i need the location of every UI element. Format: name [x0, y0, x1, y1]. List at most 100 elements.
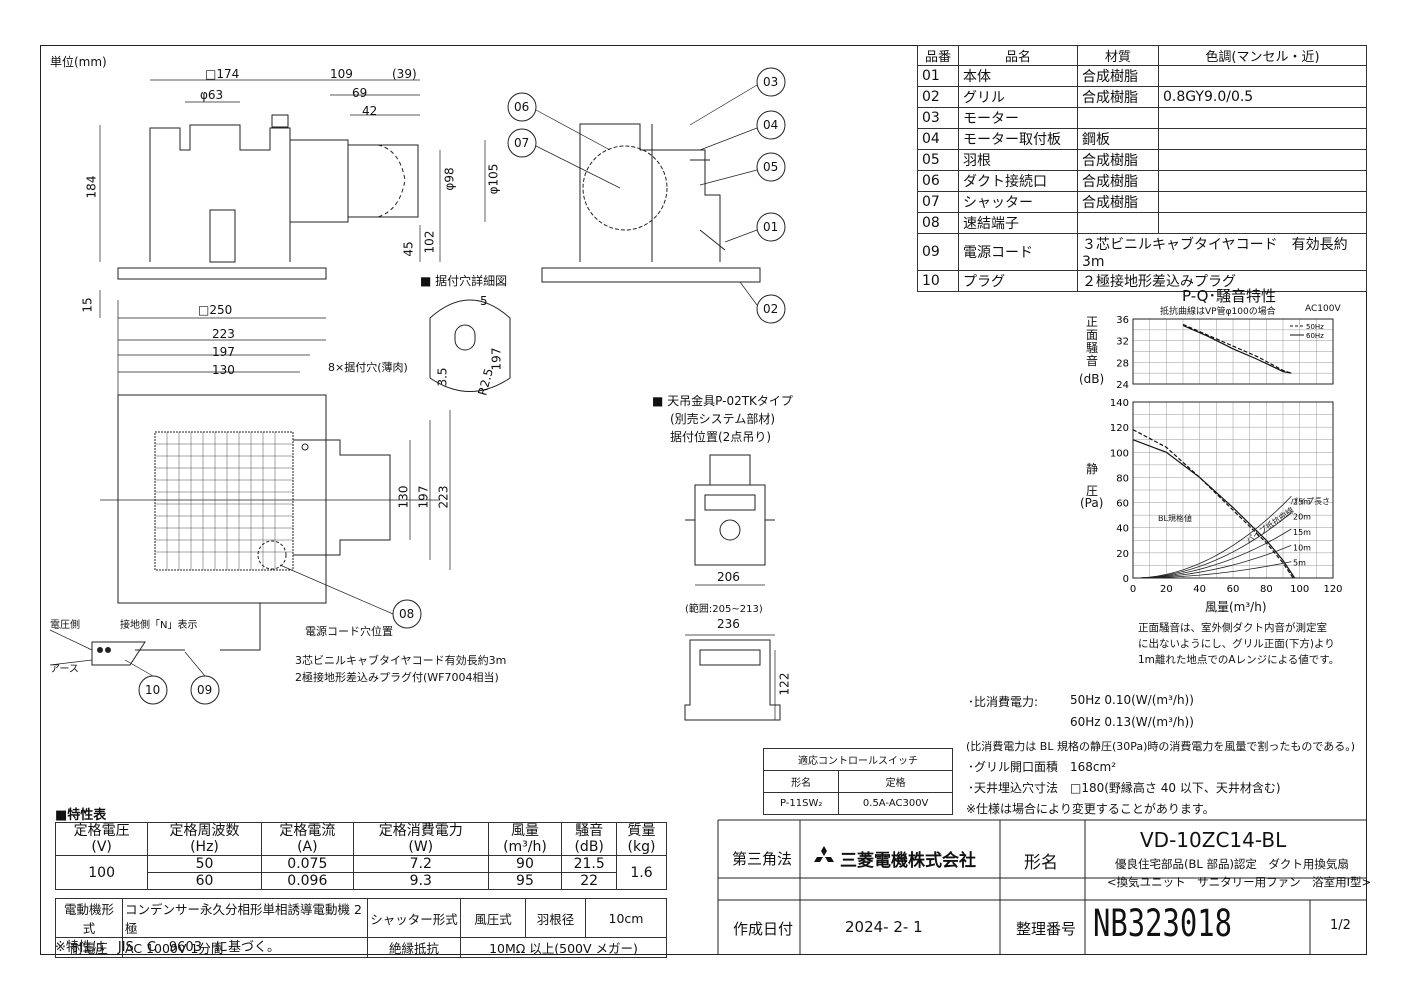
spec-mass: 1.6 [616, 855, 667, 890]
part-no: 05 [917, 149, 959, 171]
dim-phi63: φ63 [200, 88, 224, 102]
shutter-value: 風圧式 [460, 898, 526, 938]
spec-cell: 95 [487, 872, 563, 890]
spec-header-label: 風量 [510, 823, 539, 839]
spec-cell: 50 [147, 855, 262, 873]
spec-header-unit: (V) [91, 839, 112, 855]
spec-cell: 90 [487, 855, 563, 873]
part-material: 合成樹脂 [1077, 149, 1159, 171]
dim-197-detail: 197 [489, 347, 504, 371]
spec-header-label: 質量 [627, 823, 656, 839]
spec-header: 風量(m³/h) [487, 822, 563, 856]
spec-header-label: 定格消費電力 [378, 823, 463, 839]
dim-122: 122 [777, 672, 792, 696]
cord-hole-label: 電源コード穴位置 [305, 625, 393, 638]
dim-phi98: φ98 [442, 167, 457, 191]
part-material: ３芯ビニルキャブタイヤコード 有効長約 3m [1077, 233, 1367, 271]
bl-label: BL規格値 [1158, 514, 1192, 523]
part-no: 10 [917, 270, 959, 292]
part-color [1158, 212, 1367, 234]
part-no: 03 [917, 107, 959, 129]
drawing-frame [40, 45, 1367, 955]
withstand-value: AC 1000V 1分間 [122, 937, 368, 958]
spec-cell: 9.3 [352, 872, 489, 890]
control-rating: 0.5A-AC300V [838, 792, 953, 815]
spec-header-unit: (A) [297, 839, 318, 855]
mount-detail-title: ■ 据付穴詳細図 [420, 274, 508, 288]
callout-09: 09 [197, 683, 213, 697]
part-name: シャッター [958, 191, 1078, 213]
spec-table: 定格電圧(V) 定格周波数(Hz) 定格電流(A) 定格消費電力(W) 風量(m… [54, 822, 667, 890]
hanger-range: (範囲:205~213) [685, 604, 763, 615]
spec-cell: 60 [147, 872, 262, 890]
part-material [1077, 212, 1159, 234]
spec-header-unit: (kg) [627, 839, 656, 855]
dim-174: □174 [205, 67, 240, 81]
part-material: 合成樹脂 [1077, 86, 1159, 108]
noise-ylabel-char: 正 [1085, 315, 1098, 329]
callout-02: 02 [763, 302, 779, 316]
noise-ylabel-char: 音 [1085, 354, 1098, 368]
spec-header: 定格消費電力(W) [352, 822, 489, 856]
callout-07: 07 [514, 136, 530, 150]
power-50: 50Hz 0.10(W/(m³/h)) [1070, 693, 1194, 707]
dim-109: 109 [330, 67, 353, 81]
pq-ylabel-char: 圧 [1085, 484, 1098, 498]
hanger-title: ■ 天吊金具P-02TKタイプ [652, 394, 793, 408]
table-row: 100 50 0.075 7.2 90 21.5 1.6 [54, 855, 667, 890]
spec-header-unit: (m³/h) [503, 839, 547, 855]
motor-label: 電動機形式 [55, 898, 123, 938]
dim-39: (39) [392, 67, 417, 81]
part-material: ２極接地形差込みプラグ [1077, 270, 1367, 292]
callout-03: 03 [763, 75, 779, 89]
spec-footnote: ※特性は JIS C 9603 に基づく。 [55, 940, 280, 955]
shutter-label: シャッター形式 [367, 898, 461, 938]
part-name: 本体 [958, 65, 1078, 87]
spec-cell: 21.5 [561, 855, 618, 873]
date-value: 2024- 2- 1 [845, 918, 923, 936]
spec-header-unit: (dB) [574, 839, 604, 855]
hanger-sub2: 据付位置(2点吊り) [670, 430, 771, 444]
table-row: 電動機形式 コンデンサー永久分相形単相誘導電動機 2極 シャッター形式 風圧式 … [55, 898, 667, 938]
company-name: 三菱電機株式会社 [840, 851, 976, 871]
callout-06: 06 [514, 100, 530, 114]
dim-5: 5 [480, 294, 488, 308]
dim-3-5: 3.5 [435, 367, 450, 387]
blade-label: 羽根径 [525, 898, 586, 938]
pipe-label: パイプ長さ [1290, 497, 1330, 506]
voltage-side-label: 電圧側 [50, 620, 80, 631]
spec-header: 定格電圧(V) [54, 822, 149, 856]
spec-cell: 0.075 [260, 855, 354, 873]
table-row: 耐電圧 AC 1000V 1分間 絶縁抵抗 10MΩ 以上(500V メガー) [55, 937, 667, 958]
dim-v130: 130 [396, 485, 411, 509]
dim-v197: 197 [416, 485, 431, 509]
number-label: 整理番号 [1016, 920, 1077, 938]
dim-130: 130 [212, 363, 235, 377]
noise-ylabel-char: 面 [1085, 328, 1098, 342]
dim-250: □250 [198, 303, 233, 317]
part-color [1158, 170, 1367, 192]
parts-header-name: 品名 [958, 45, 1078, 66]
earth-label: アース [50, 664, 79, 675]
control-switch-title: 適応コントロールスイッチ [763, 748, 953, 771]
dim-102: 102 [422, 230, 437, 254]
part-name: モーター [958, 107, 1078, 129]
ground-side-label: 接地側「N」表示 [120, 620, 198, 631]
spec-header: 質量(kg) [616, 822, 667, 856]
part-color [1158, 191, 1367, 213]
spec-header: 定格電流(A) [260, 822, 354, 856]
dim-184: 184 [84, 175, 99, 199]
grille-area: ･グリル開口面積 168cm² [968, 760, 1117, 774]
mitsubishi-logo-icon [812, 846, 836, 868]
part-no: 08 [917, 212, 959, 234]
dim-69: 69 [352, 86, 368, 100]
part-no: 02 [917, 86, 959, 108]
part-name: 羽根 [958, 149, 1078, 171]
model-number: VD-10ZC14-BL [1140, 828, 1287, 852]
